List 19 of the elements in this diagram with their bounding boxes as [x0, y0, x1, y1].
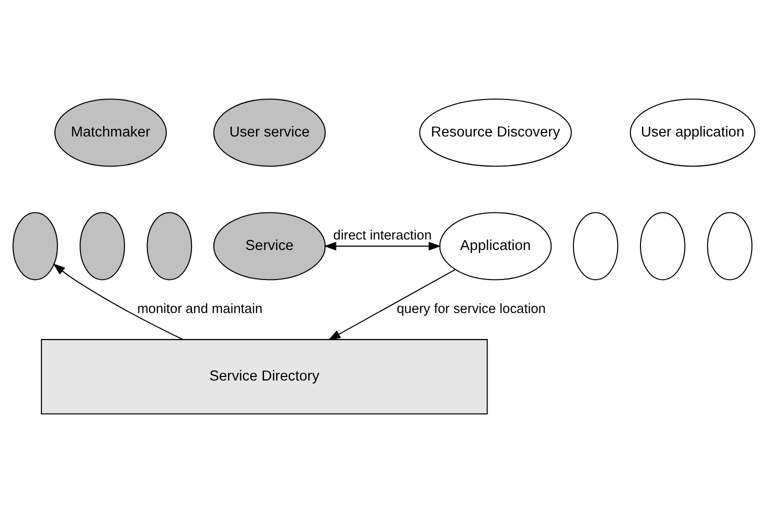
node-ellipse: Resource Discovery [419, 98, 572, 167]
node-ellipse [707, 212, 752, 280]
edge-label: direct interaction [333, 227, 432, 242]
node-ellipse: User service [213, 98, 326, 167]
node-ellipse [640, 212, 686, 280]
node-ellipse: Application [439, 212, 552, 280]
arrow [52, 263, 183, 340]
node-ellipse [80, 212, 126, 280]
node-ellipse [146, 212, 192, 280]
node-ellipse: User application [630, 98, 756, 167]
edge-label: query for service location [396, 301, 546, 316]
arrow [324, 242, 442, 251]
node-ellipse [572, 212, 618, 280]
edge-label: monitor and maintain [137, 301, 262, 316]
node-ellipse: Service [213, 212, 326, 280]
node-ellipse [12, 212, 58, 280]
node-ellipse: Matchmaker [54, 98, 167, 167]
arrow [328, 269, 456, 340]
node-box: Service Directory [40, 339, 488, 414]
